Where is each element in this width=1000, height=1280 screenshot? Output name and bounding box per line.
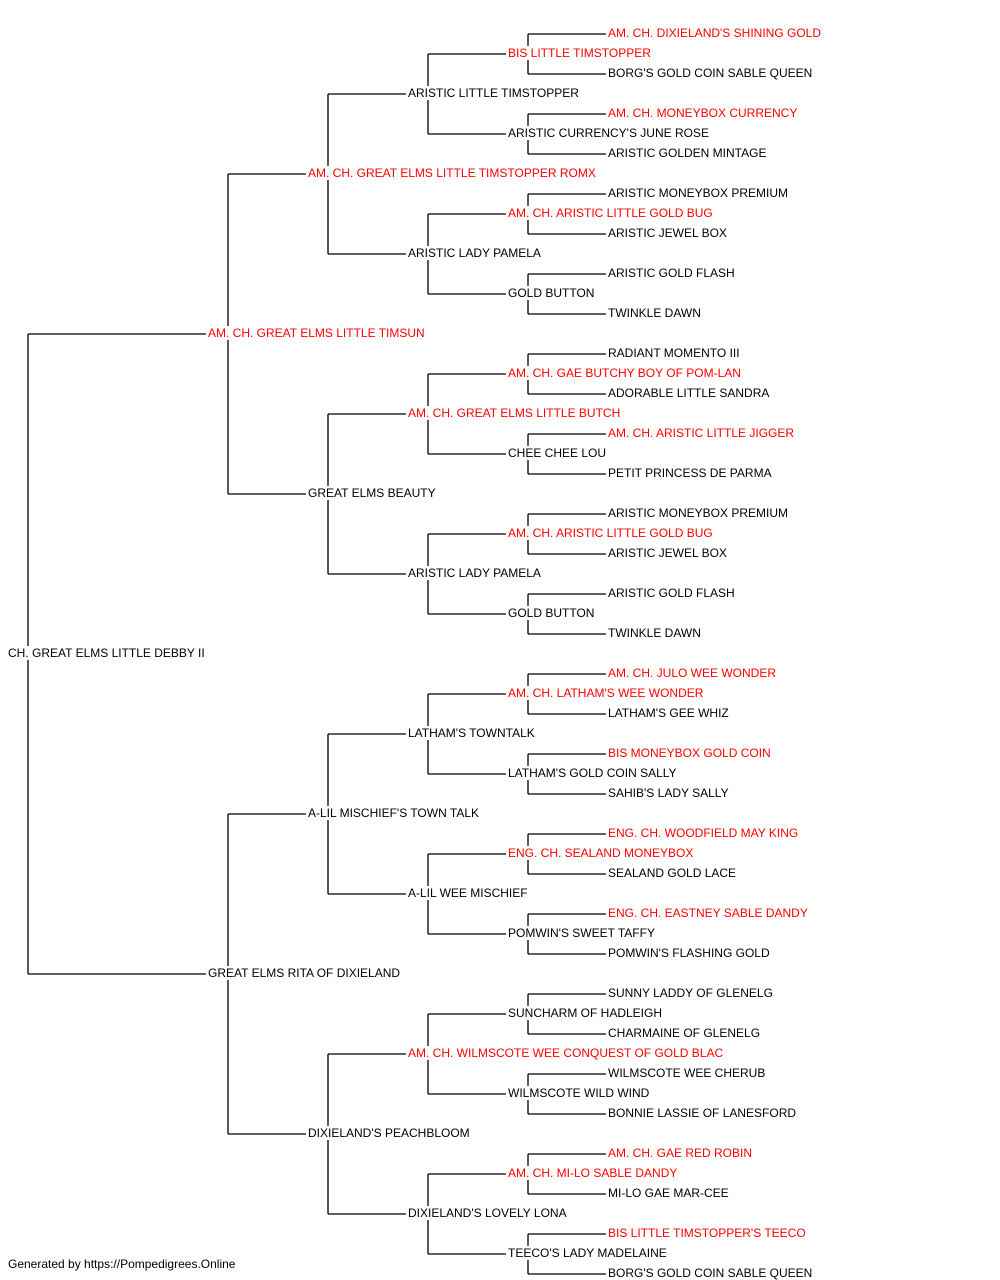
ancestor-name: SUNCHARM OF HADLEIGH xyxy=(507,1006,664,1020)
ancestor-name: BIS LITTLE TIMSTOPPER xyxy=(507,46,652,60)
ancestor-name: ARISTIC MONEYBOX PREMIUM xyxy=(607,506,790,520)
ancestor-name: AM. CH. WILMSCOTE WEE CONQUEST OF GOLD B… xyxy=(407,1046,725,1060)
ancestor-name: SEALAND GOLD LACE xyxy=(607,866,738,880)
ancestor-name: TWINKLE DAWN xyxy=(607,306,702,320)
ancestor-name: BIS MONEYBOX GOLD COIN xyxy=(607,746,772,760)
ancestor-name: ARISTIC GOLD FLASH xyxy=(607,586,736,600)
ancestor-name: DIXIELAND'S LOVELY LONA xyxy=(407,1206,568,1220)
ancestor-name: POMWIN'S FLASHING GOLD xyxy=(607,946,771,960)
ancestor-name: DIXIELAND'S PEACHBLOOM xyxy=(307,1126,471,1140)
ancestor-name: ADORABLE LITTLE SANDRA xyxy=(607,386,771,400)
ancestor-name: WILMSCOTE WEE CHERUB xyxy=(607,1066,767,1080)
ancestor-name: ARISTIC MONEYBOX PREMIUM xyxy=(607,186,790,200)
ancestor-name: AM. CH. DIXIELAND'S SHINING GOLD xyxy=(607,26,822,40)
ancestor-name: LATHAM'S GEE WHIZ xyxy=(607,706,730,720)
ancestor-name: AM. CH. JULO WEE WONDER xyxy=(607,666,778,680)
ancestor-name: RADIANT MOMENTO III xyxy=(607,346,741,360)
ancestor-name: ARISTIC GOLDEN MINTAGE xyxy=(607,146,768,160)
ancestor-name: WILMSCOTE WILD WIND xyxy=(507,1086,651,1100)
ancestor-name: AM. CH. ARISTIC LITTLE GOLD BUG xyxy=(507,206,714,220)
ancestor-name: GOLD BUTTON xyxy=(507,606,596,620)
ancestor-name: ENG. CH. SEALAND MONEYBOX xyxy=(507,846,695,860)
ancestor-name: AM. CH. GAE BUTCHY BOY OF POM-LAN xyxy=(507,366,742,380)
ancestor-name: SUNNY LADDY OF GLENELG xyxy=(607,986,774,1000)
ancestor-name: MI-LO GAE MAR-CEE xyxy=(607,1186,730,1200)
ancestor-name: ARISTIC JEWEL BOX xyxy=(607,226,728,240)
ancestor-name: ARISTIC LADY PAMELA xyxy=(407,566,542,580)
ancestor-name: TEECO'S LADY MADELAINE xyxy=(507,1246,668,1260)
ancestor-name: BORG'S GOLD COIN SABLE QUEEN xyxy=(607,66,814,80)
ancestor-name: AM. CH. GREAT ELMS LITTLE TIMSTOPPER ROM… xyxy=(307,166,597,180)
ancestor-name: ARISTIC LADY PAMELA xyxy=(407,246,542,260)
ancestor-name: ARISTIC CURRENCY'S JUNE ROSE xyxy=(507,126,710,140)
ancestor-name: LATHAM'S TOWNTALK xyxy=(407,726,536,740)
ancestor-name: ENG. CH. WOODFIELD MAY KING xyxy=(607,826,800,840)
ancestor-name: AM. CH. ARISTIC LITTLE JIGGER xyxy=(607,426,796,440)
ancestor-name: AM. CH. GREAT ELMS LITTLE BUTCH xyxy=(407,406,622,420)
ancestor-name: GOLD BUTTON xyxy=(507,286,596,300)
ancestor-name: SAHIB'S LADY SALLY xyxy=(607,786,730,800)
ancestor-name: GREAT ELMS BEAUTY xyxy=(307,486,437,500)
ancestor-name: ENG. CH. EASTNEY SABLE DANDY xyxy=(607,906,809,920)
ancestor-name: ARISTIC GOLD FLASH xyxy=(607,266,736,280)
ancestor-name: AM. CH. MI-LO SABLE DANDY xyxy=(507,1166,679,1180)
ancestor-name: ARISTIC JEWEL BOX xyxy=(607,546,728,560)
ancestor-name: TWINKLE DAWN xyxy=(607,626,702,640)
ancestor-name: AM. CH. ARISTIC LITTLE GOLD BUG xyxy=(507,526,714,540)
ancestor-name: POMWIN'S SWEET TAFFY xyxy=(507,926,656,940)
ancestor-name: BONNIE LASSIE OF LANESFORD xyxy=(607,1106,798,1120)
ancestor-name: AM. CH. GAE RED ROBIN xyxy=(607,1146,754,1160)
ancestor-name: AM. CH. GREAT ELMS LITTLE TIMSUN xyxy=(207,326,426,340)
ancestor-name: ARISTIC LITTLE TIMSTOPPER xyxy=(407,86,580,100)
ancestor-name: PETIT PRINCESS DE PARMA xyxy=(607,466,773,480)
generator-credit: Generated by https://Pompedigrees.Online xyxy=(8,1257,236,1271)
ancestor-name: CHARMAINE OF GLENELG xyxy=(607,1026,762,1040)
ancestor-name: A-LIL MISCHIEF'S TOWN TALK xyxy=(307,806,480,820)
ancestor-name: BORG'S GOLD COIN SABLE QUEEN xyxy=(607,1266,814,1280)
ancestor-name: CHEE CHEE LOU xyxy=(507,446,608,460)
ancestor-name: LATHAM'S GOLD COIN SALLY xyxy=(507,766,678,780)
subject-dog-name: CH. GREAT ELMS LITTLE DEBBY II xyxy=(7,646,206,660)
ancestor-name: AM. CH. LATHAM'S WEE WONDER xyxy=(507,686,705,700)
ancestor-name: GREAT ELMS RITA OF DIXIELAND xyxy=(207,966,402,980)
ancestor-name: A-LIL WEE MISCHIEF xyxy=(407,886,529,900)
ancestor-name: AM. CH. MONEYBOX CURRENCY xyxy=(607,106,799,120)
ancestor-name: BIS LITTLE TIMSTOPPER'S TEECO xyxy=(607,1226,807,1240)
